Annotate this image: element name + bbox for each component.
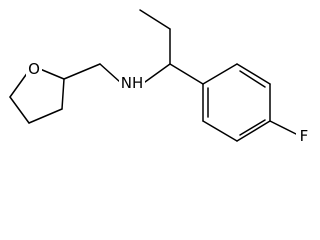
ring-bond-5 xyxy=(236,63,271,85)
oxygen-atom-label: O xyxy=(28,60,40,78)
chemical-structure-diagram: O NH F xyxy=(9,9,312,145)
ring-bond-6 xyxy=(202,63,238,85)
bond-ch2-ch3 xyxy=(139,9,171,30)
fluorophenyl-ring xyxy=(169,63,297,142)
ring-double-bond-2 xyxy=(239,119,266,136)
ring-bond-2 xyxy=(202,120,238,142)
amine-atom-label: NH xyxy=(121,74,144,92)
bond-c-f xyxy=(269,120,297,135)
ring-double-bond-3 xyxy=(239,70,266,88)
bond-c2-ch2 xyxy=(63,63,101,80)
bond-n-cstereo xyxy=(144,63,171,83)
tetrahydrofuran-ring xyxy=(9,68,65,124)
bond-c4-c5 xyxy=(9,96,30,124)
bond-ch2-n xyxy=(99,63,121,83)
ethyl-chain xyxy=(139,9,171,65)
bond-c5-o xyxy=(9,71,29,98)
atom-labels: O NH F xyxy=(26,60,312,145)
fluorine-atom-label: F xyxy=(300,127,309,145)
ring-bond-3 xyxy=(236,120,271,142)
bond-c2-c3 xyxy=(61,78,65,110)
methylene-linker xyxy=(63,63,171,83)
bond-c3-c4 xyxy=(28,108,63,124)
bond-cstereo-cipso xyxy=(169,63,204,85)
bond-o-c2 xyxy=(39,68,65,80)
